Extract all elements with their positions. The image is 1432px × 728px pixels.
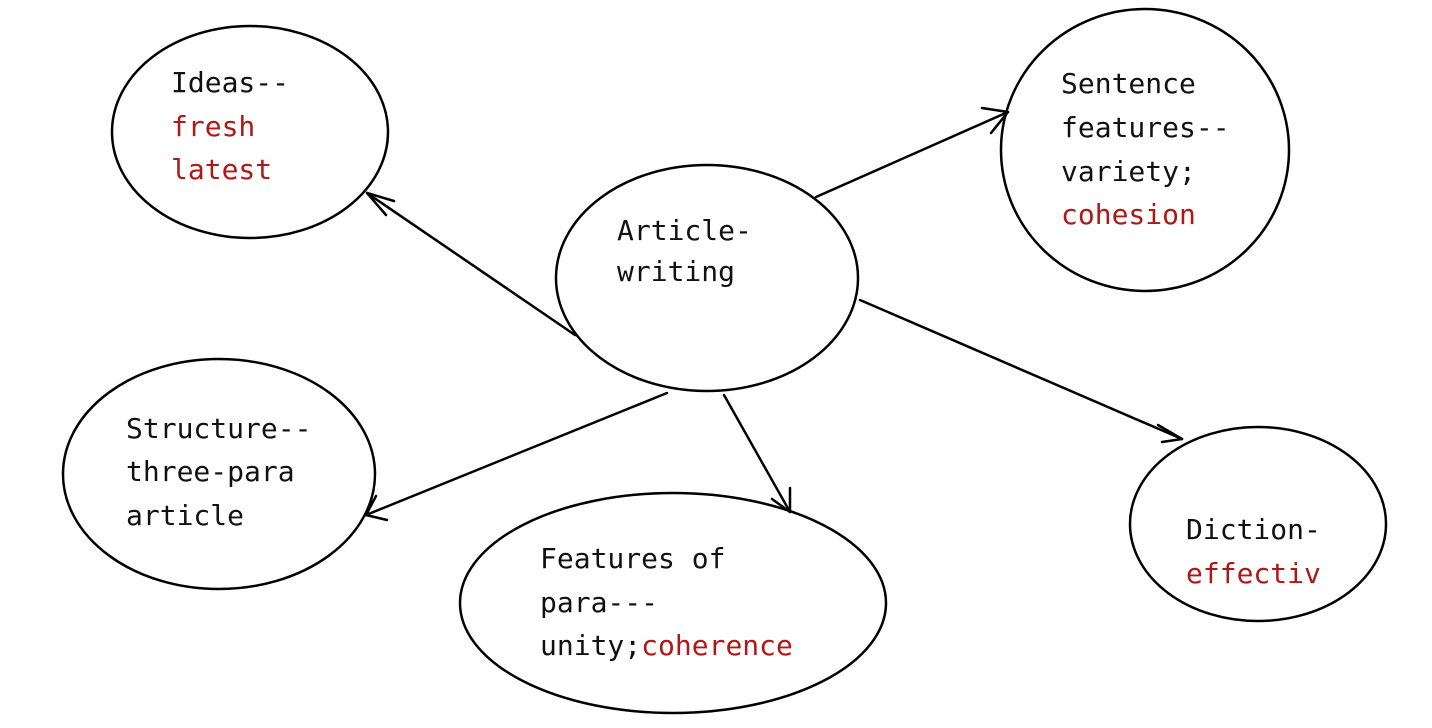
arrow-to-structure	[364, 391, 669, 522]
paragraph-value-unity: unity;	[540, 629, 641, 662]
ideas-value-latest: latest	[171, 153, 272, 186]
arrow-to-paragraph	[722, 393, 792, 514]
sentence-node: Sentence features-- variety; cohesion	[1061, 67, 1230, 231]
ideas-label: Ideas--	[171, 66, 289, 99]
sentence-label-line-2: features--	[1061, 111, 1230, 144]
diction-label: Diction-	[1186, 513, 1321, 546]
structure-label: Structure--	[126, 412, 311, 445]
paragraph-label-line-2: para---	[540, 586, 658, 619]
center-node-ellipse	[554, 163, 860, 393]
paragraph-label-line-1: Features of	[540, 542, 725, 575]
sentence-value-variety: variety;	[1061, 155, 1196, 188]
ideas-node-ellipse	[110, 24, 390, 240]
ideas-value-fresh: fresh	[171, 110, 255, 143]
paragraph-node-ellipse	[458, 491, 888, 715]
paragraph-value-coherence: coherence	[641, 629, 793, 662]
center-node: Article- writing	[617, 214, 752, 288]
structure-value-line-2: article	[126, 499, 244, 532]
paragraph-node: Features of para--- unity;coherence	[540, 542, 793, 662]
arrow-to-diction	[858, 298, 1184, 444]
arrow-to-sentence	[814, 106, 1010, 199]
diction-node-ellipse	[1128, 425, 1388, 623]
sentence-label-line-1: Sentence	[1061, 67, 1196, 100]
arrow-to-ideas	[365, 191, 577, 337]
center-label-line-2: writing	[617, 255, 735, 288]
diction-node: Diction- effectiv	[1186, 513, 1321, 590]
structure-value-line-1: three-para	[126, 455, 295, 488]
structure-node: Structure-- three-para article	[126, 412, 311, 532]
ideas-node: Ideas-- fresh latest	[171, 66, 289, 186]
sentence-node-ellipse	[999, 7, 1291, 293]
paragraph-value-line: unity;coherence	[540, 629, 793, 662]
sentence-value-cohesion: cohesion	[1061, 198, 1196, 231]
structure-node-ellipse	[61, 357, 377, 591]
center-label-line-1: Article-	[617, 214, 752, 247]
diction-value: effectiv	[1186, 557, 1321, 590]
